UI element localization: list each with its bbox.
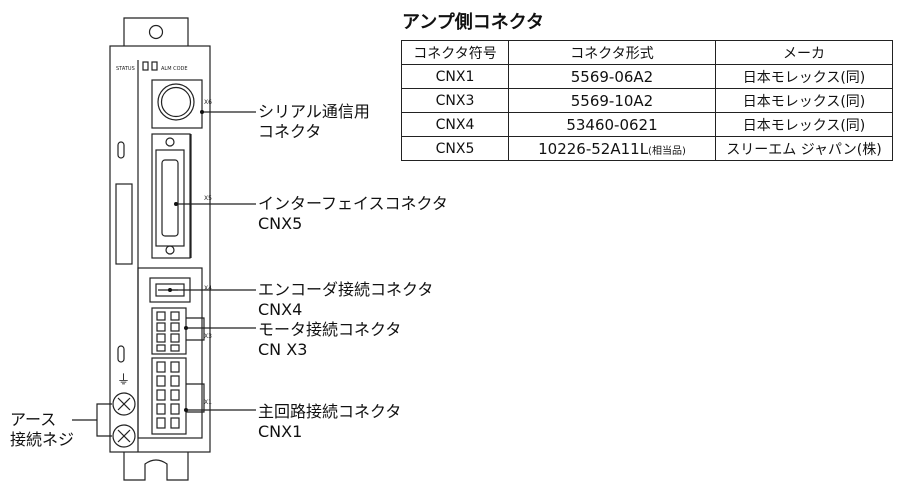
table-title: アンプ側コネクタ [402,12,545,33]
bottom-mounting-flange [123,452,189,481]
earth-screw-label: アース 接続ネジ [10,410,75,449]
status-label: STATUS [116,66,135,72]
port-label-x3: X3 [204,333,212,340]
cell-model: 5569-10A2 [508,88,716,113]
cell-code: CNX3 [401,88,509,113]
header-code: コネクタ符号 [401,40,509,65]
table-row: CNX1 5569-06A2 日本モレックス(同) [401,64,893,89]
top-mounting-hole [148,24,164,40]
header-maker: メーカ [715,40,893,65]
interface-connector-label: インターフェイスコネクタ CNX5 [258,194,448,233]
main-circuit-connector-label: 主回路接続コネクタ CNX1 [258,402,402,441]
cell-maker: 日本モレックス(同) [715,64,893,89]
table-header-row: コネクタ符号 コネクタ形式 メーカ [401,40,893,65]
cell-model: 5569-06A2 [508,64,716,89]
cell-maker: 日本モレックス(同) [715,112,893,137]
status-led-1 [142,61,149,71]
side-slot-bottom [117,345,125,363]
connector-table: コネクタ符号 コネクタ形式 メーカ CNX1 5569-06A2 日本モレックス… [401,40,893,161]
main-connector-x1 [151,357,187,435]
table-row: CNX4 53460-0621 日本モレックス(同) [401,112,893,137]
status-led-2 [151,61,158,71]
interface-connector-x5 [151,133,191,259]
serial-connector-x6 [151,79,203,129]
port-label-x4: X4 [204,285,212,292]
encoder-connector-label: エンコーダ接続コネクタ CNX4 [258,280,434,319]
amplifier-body [109,45,211,453]
motor-connector-x3 [151,307,187,355]
ground-icon: ⏚ [117,373,130,388]
side-slot-top [117,141,125,159]
top-mounting-flange [123,17,189,46]
table-row: CNX5 10226-52A11L(相当品) スリーエム ジャパン(株) [401,136,893,161]
header-model: コネクタ形式 [508,40,716,65]
earth-screw-2 [112,424,136,448]
alm-code-label: ALM CODE [161,66,188,72]
port-label-x1: X1 [204,399,212,406]
port-label-x6: X6 [204,99,212,106]
port-label-x5: X5 [204,195,212,202]
cell-maker: 日本モレックス(同) [715,88,893,113]
cell-code: CNX1 [401,64,509,89]
cell-maker: スリーエム ジャパン(株) [715,136,893,161]
earth-screw-1 [112,392,136,416]
serial-connector-label: シリアル通信用 コネクタ [258,102,370,141]
lower-module [137,267,203,439]
motor-connector-label: モータ接続コネクタ CN X3 [258,320,402,359]
cell-code: CNX5 [401,136,509,161]
cell-model: 10226-52A11L(相当品) [508,136,716,161]
side-window [115,183,133,265]
cell-code: CNX4 [401,112,509,137]
cell-model: 53460-0621 [508,112,716,137]
table-row: CNX3 5569-10A2 日本モレックス(同) [401,88,893,113]
